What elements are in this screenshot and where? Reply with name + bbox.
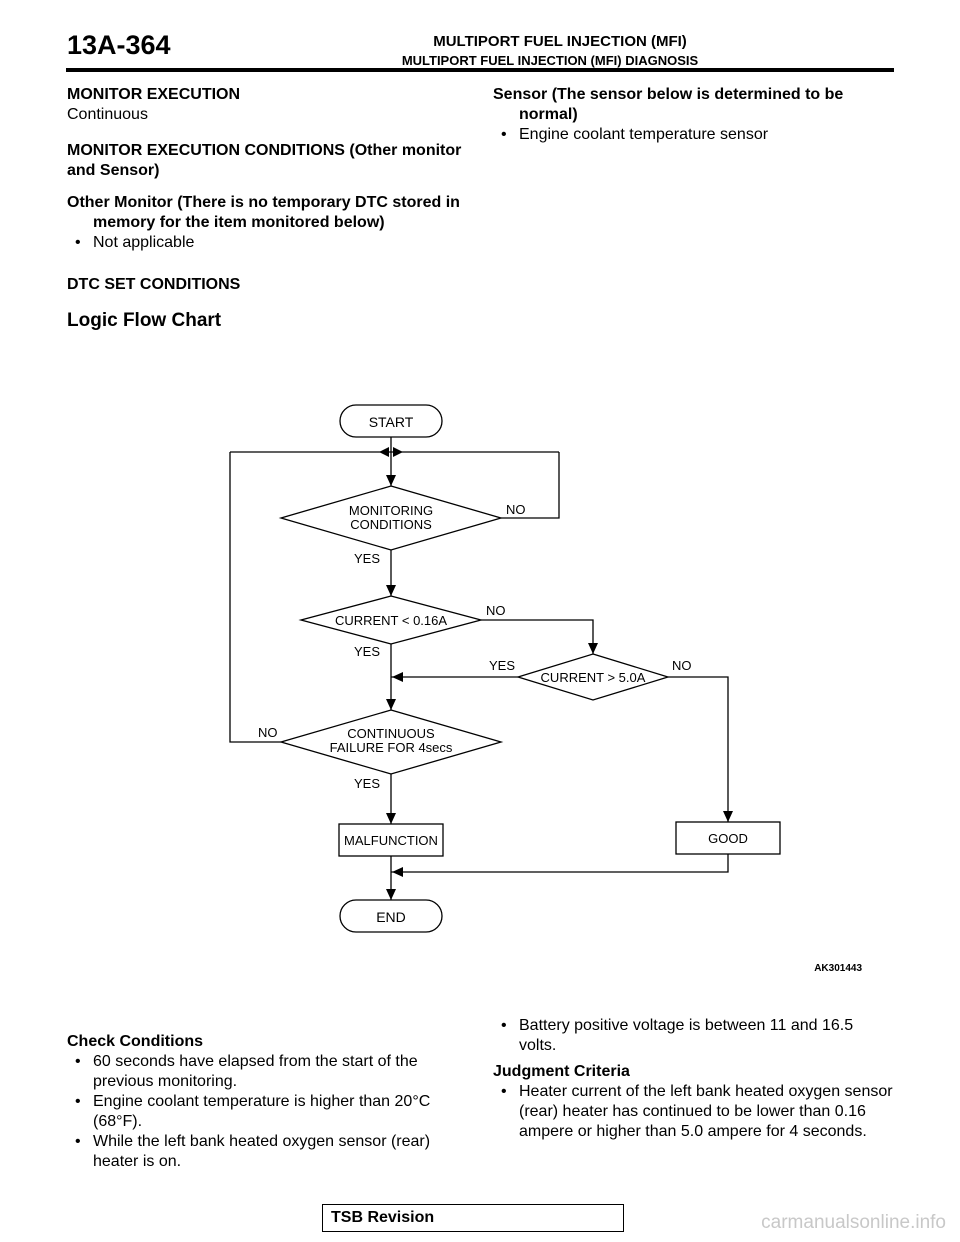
check-conditions-heading: Check Conditions <box>67 1033 204 1050</box>
malfunction-label: MALFUNCTION <box>344 833 438 848</box>
yes-label: YES <box>489 658 515 673</box>
left-top-column: MONITOR EXECUTION Continuous MONITOR EXE… <box>67 85 477 295</box>
continuous-label-2: FAILURE FOR 4secs <box>330 740 453 755</box>
yes-label: YES <box>354 776 380 791</box>
logic-flow-chart-heading: Logic Flow Chart <box>67 310 222 331</box>
continuous-no-line <box>229 452 281 743</box>
check-conditions-section: Check Conditions 60 seconds have elapsed… <box>67 1032 467 1172</box>
arrow-head <box>386 889 396 900</box>
battery-list: Battery positive voltage is between 11 a… <box>493 1016 893 1056</box>
start-label: START <box>369 414 414 430</box>
watermark: carmanualsonline.info <box>761 1212 946 1233</box>
section-subtitle: MULTIPORT FUEL INJECTION (MFI) DIAGNOSIS <box>401 53 699 68</box>
current-low-label: CURRENT < 0.16A <box>335 613 447 628</box>
list-item: Engine coolant temperature is higher tha… <box>67 1092 467 1132</box>
good-label: GOOD <box>708 831 748 846</box>
monitor-execution-heading: MONITOR EXECUTION <box>67 86 241 103</box>
header-rule <box>66 68 894 72</box>
dtc-set-conditions-heading: DTC SET CONDITIONS <box>67 276 241 293</box>
arrow-head <box>588 643 598 654</box>
arrow-head <box>723 811 733 822</box>
section-title: MULTIPORT FUEL INJECTION (MFI) <box>433 33 687 50</box>
page-number: 13A-364 <box>67 30 171 60</box>
no-label: NO <box>258 725 278 740</box>
arrow-head <box>386 699 396 710</box>
current-high-decision <box>515 653 671 701</box>
tsb-revision-label: TSB Revision <box>331 1209 435 1226</box>
continuous-label-1: CONTINUOUS <box>347 726 435 741</box>
list-item: Engine coolant temperature sensor <box>493 125 893 145</box>
list-item: Heater current of the left bank heated o… <box>493 1082 893 1142</box>
tsb-revision-box: TSB Revision <box>322 1204 624 1232</box>
arrow-head <box>392 867 403 877</box>
current-low-no-line <box>481 619 594 654</box>
arrow-head <box>393 447 403 457</box>
monitoring-label-1: MONITORING <box>349 503 433 518</box>
monitor-execution-value: Continuous <box>67 106 148 123</box>
yes-label: YES <box>354 644 380 659</box>
sensor-heading: Sensor (The sensor below is determined t… <box>493 86 844 123</box>
figure-id: AK301443 <box>814 963 862 974</box>
arrow-head <box>386 585 396 596</box>
current-high-label: CURRENT > 5.0A <box>541 670 646 685</box>
arrow-head <box>386 475 396 486</box>
good-return-line <box>391 854 729 873</box>
yes-label: YES <box>354 551 380 566</box>
no-label: NO <box>506 502 526 517</box>
list-item: While the left bank heated oxygen sensor… <box>67 1132 467 1172</box>
list-item: Battery positive voltage is between 11 a… <box>493 1016 893 1056</box>
no-label: NO <box>486 603 506 618</box>
judgment-section: Battery positive voltage is between 11 a… <box>493 1016 893 1142</box>
other-monitor-heading: Other Monitor (There is no temporary DTC… <box>67 194 460 231</box>
other-monitor-list: Not applicable <box>67 233 477 253</box>
monitoring-no-line <box>501 452 560 519</box>
no-label: NO <box>672 658 692 673</box>
list-item: Not applicable <box>67 233 477 253</box>
current-high-no-line <box>668 676 729 822</box>
arrow-head <box>379 447 389 457</box>
arrow-head <box>392 672 403 682</box>
check-conditions-list: 60 seconds have elapsed from the start o… <box>67 1052 467 1172</box>
right-top-column: Sensor (The sensor below is determined t… <box>493 85 893 145</box>
arrow-head <box>386 813 396 824</box>
monitoring-label-2: CONDITIONS <box>350 517 432 532</box>
judgment-criteria-list: Heater current of the left bank heated o… <box>493 1082 893 1142</box>
end-label: END <box>376 909 406 925</box>
list-item: 60 seconds have elapsed from the start o… <box>67 1052 467 1092</box>
sensor-list: Engine coolant temperature sensor <box>493 125 893 145</box>
judgment-criteria-heading: Judgment Criteria <box>493 1063 630 1080</box>
conditions-heading: MONITOR EXECUTION CONDITIONS (Other moni… <box>67 142 462 179</box>
